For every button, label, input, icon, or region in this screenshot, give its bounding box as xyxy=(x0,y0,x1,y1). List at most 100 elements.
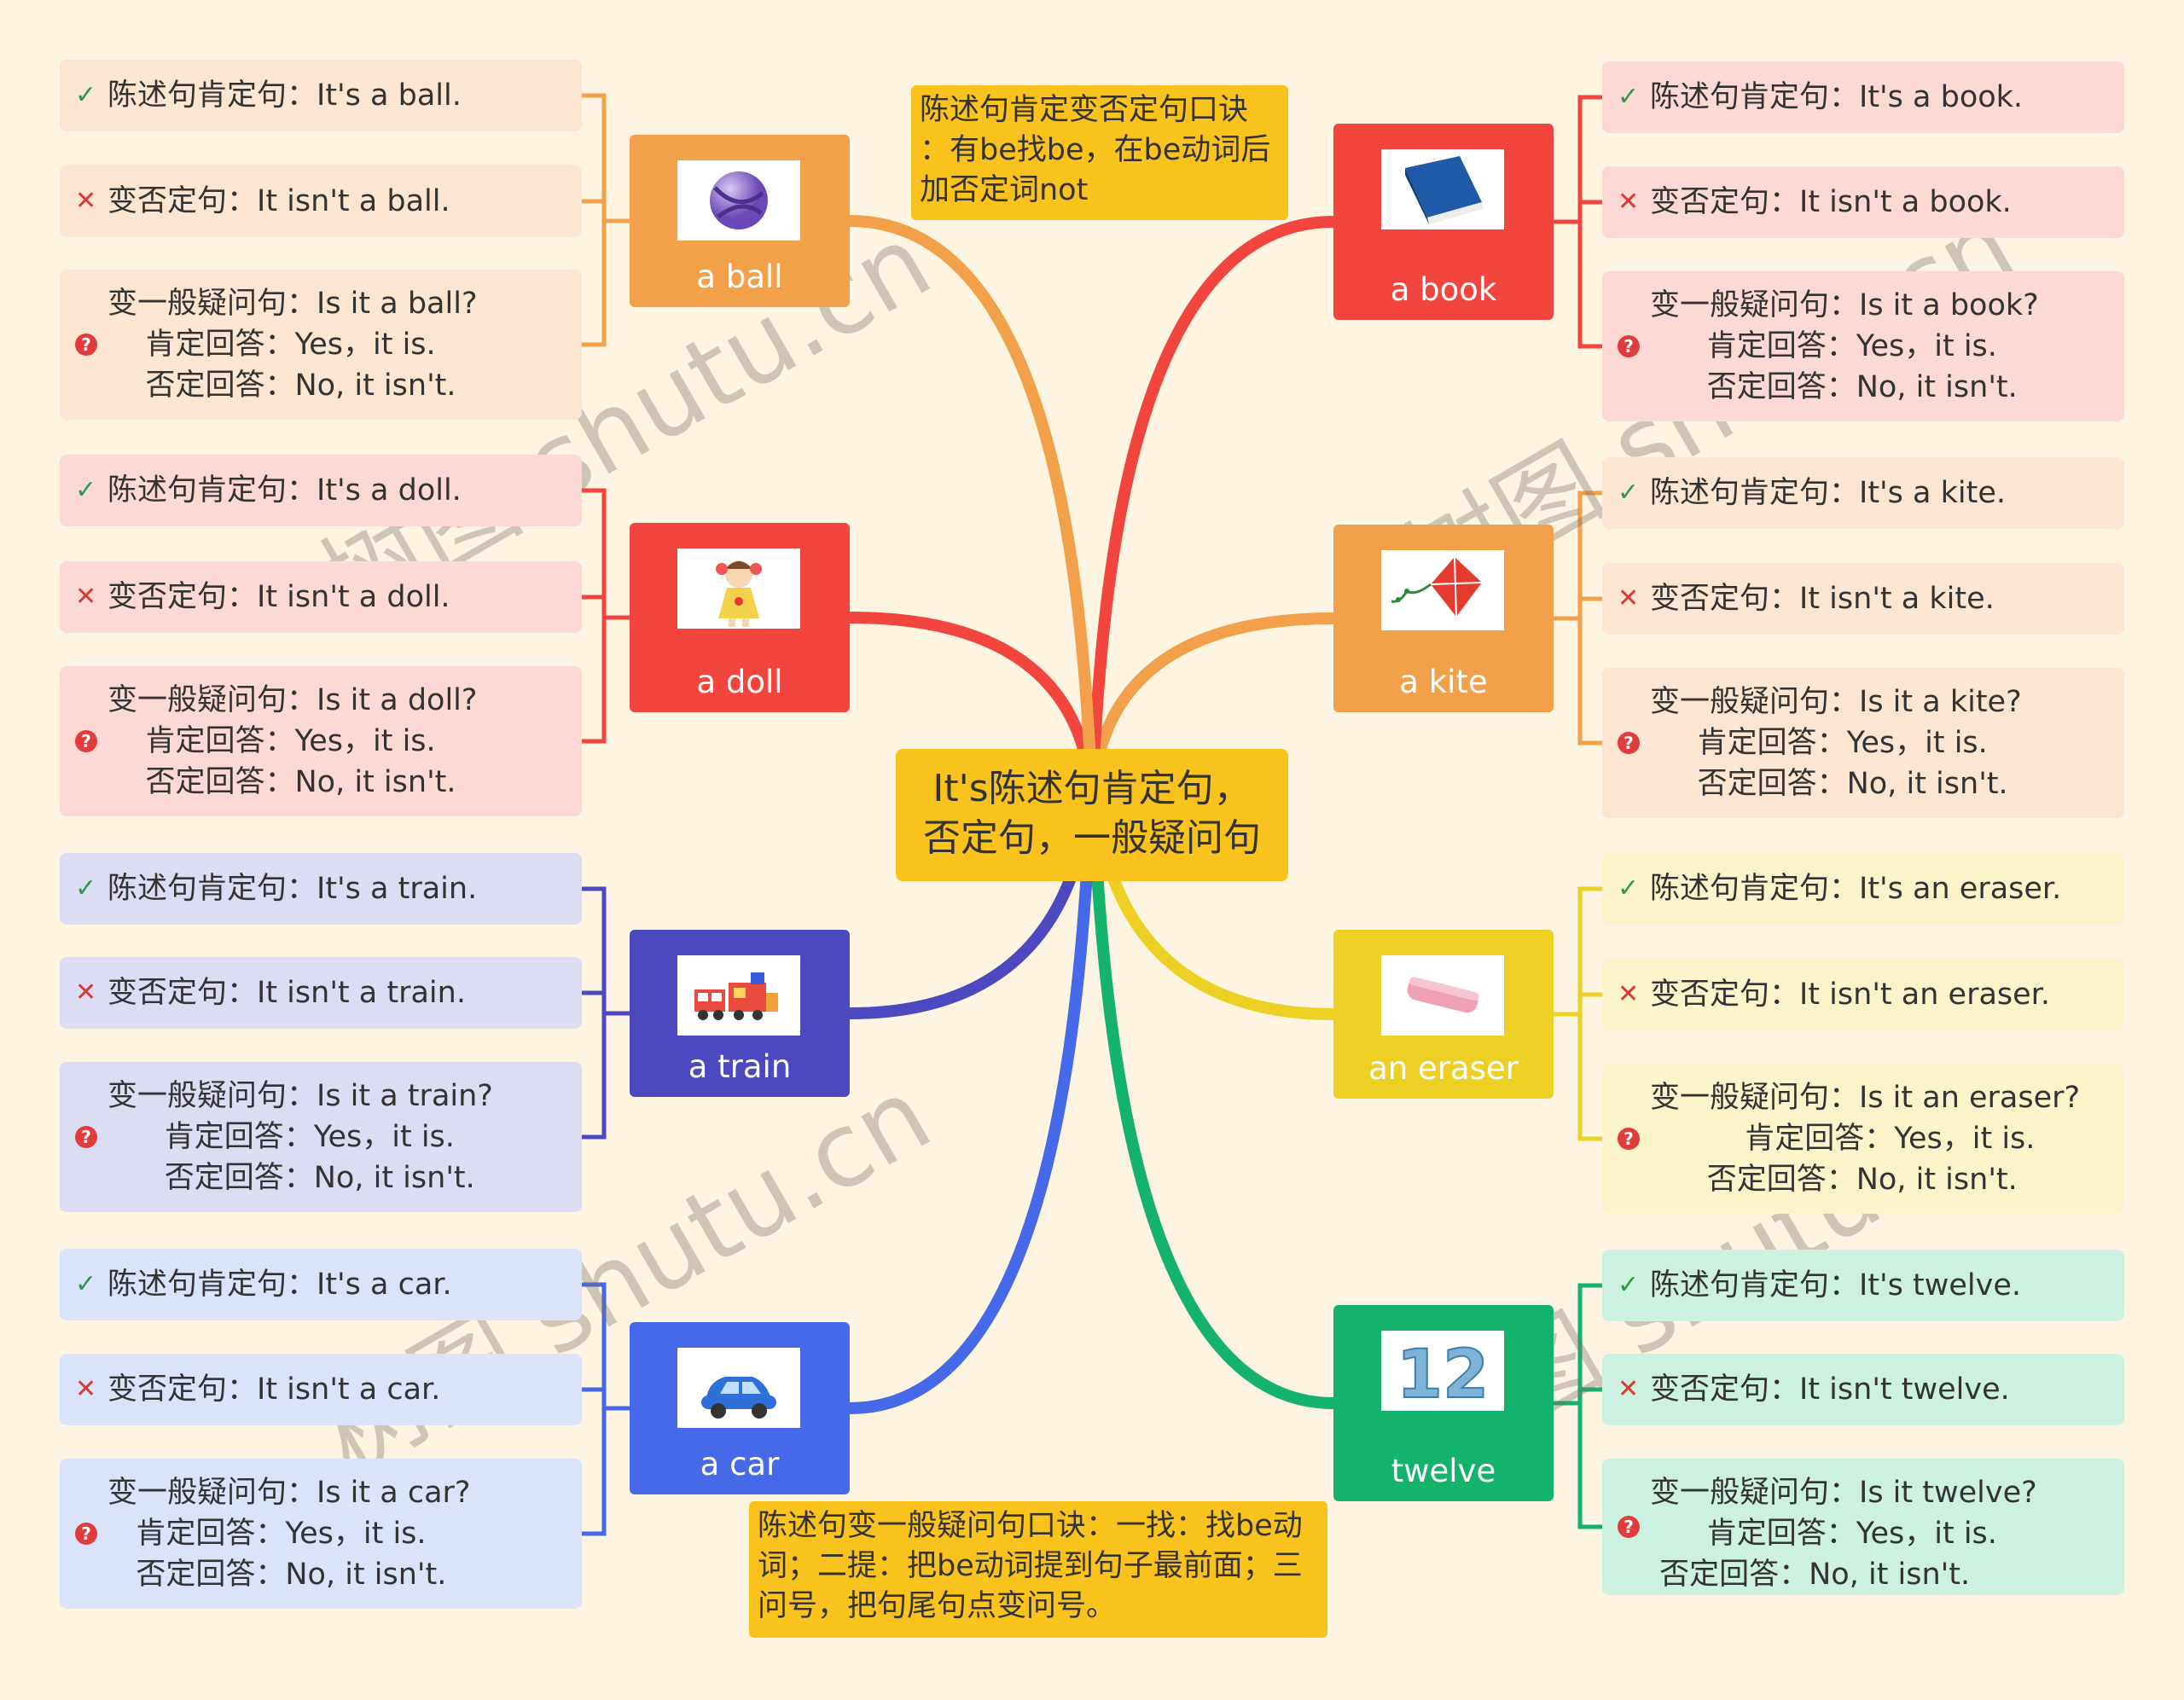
train-icon xyxy=(677,955,800,1036)
affirmative-leaf[interactable]: ✓ 陈述句肯定句：It's a car. xyxy=(60,1249,582,1320)
svg-text:12: 12 xyxy=(1397,1337,1490,1411)
branch-node-an-eraser[interactable]: an eraser xyxy=(1333,930,1554,1099)
leaf-text: 变否定句：It isn't twelve. xyxy=(1650,1372,2010,1407)
leaf-text: 陈述句肯定句：It's twelve. xyxy=(1650,1268,2022,1303)
leaf-connector xyxy=(582,595,630,620)
car-icon xyxy=(677,1348,800,1428)
leaf-text: 陈述句肯定句：It's a book. xyxy=(1650,80,2024,114)
question-icon: ? xyxy=(75,334,97,356)
branch-label: a train xyxy=(688,1048,792,1085)
doll-icon xyxy=(677,548,800,629)
negative-leaf[interactable]: ✕ 变否定句：It isn't twelve. xyxy=(1602,1354,2124,1425)
negative-leaf[interactable]: ✕变否定句：It isn't an eraser. xyxy=(1602,959,2124,1030)
leaf-text: 陈述句肯定句：It's a car. xyxy=(107,1268,452,1302)
question-leaf[interactable]: ? 变一般疑问句：Is it a ball? 肯定回答：Yes，it is. 否定… xyxy=(60,270,582,420)
affirmative-leaf[interactable]: ✓ 陈述句肯定句：It's twelve. xyxy=(1602,1250,2124,1321)
leaf-text: 变否定句：It isn't a car. xyxy=(107,1372,441,1407)
leaf-text: 陈述句肯定句：It's a ball. xyxy=(107,78,462,113)
affirmative-leaf[interactable]: ✓ 陈述句肯定句：It's a doll. xyxy=(60,455,582,526)
cross-icon: ✕ xyxy=(75,1374,97,1404)
branch-node-a-book[interactable]: a book xyxy=(1333,124,1554,320)
leaf-connector xyxy=(582,1011,630,1140)
affirmative-leaf[interactable]: ✓ 陈述句肯定句：It's a book. xyxy=(1602,61,2124,133)
branch-label: a ball xyxy=(696,258,783,295)
leaf-text: 变一般疑问句：Is it a book? 肯定回答：Yes，it is. 否定回… xyxy=(1650,288,2039,404)
branch-node-a-ball[interactable]: a ball xyxy=(630,135,850,307)
leaf-connector xyxy=(1554,1283,1602,1406)
cross-icon: ✕ xyxy=(75,582,97,612)
leaf-connector xyxy=(1554,616,1602,746)
branch-node-a-doll[interactable]: a doll xyxy=(630,523,850,712)
negative-leaf[interactable]: ✕ 变否定句：It isn't a ball. xyxy=(60,165,582,237)
leaf-text: 变一般疑问句：Is it an eraser? 肯定回答：Yes，it is. … xyxy=(1650,1081,2081,1197)
affirmative-leaf[interactable]: ✓陈述句肯定句：It's a train. xyxy=(60,853,582,925)
leaf-connector xyxy=(1554,1012,1602,1141)
branch-label: an eraser xyxy=(1368,1050,1519,1087)
leaf-connector xyxy=(1554,200,1602,224)
branch-label: a kite xyxy=(1399,664,1488,700)
negative-leaf[interactable]: ✕变否定句：It isn't a book. xyxy=(1602,166,2124,238)
cross-icon: ✕ xyxy=(1618,1374,1640,1404)
check-icon: ✓ xyxy=(1618,478,1640,508)
negative-leaf[interactable]: ✕ 变否定句：It isn't a train. xyxy=(60,957,582,1029)
branch-node-a-kite[interactable]: a kite xyxy=(1333,525,1554,712)
central-topic[interactable]: It's陈述句肯定句， 否定句，一般疑问句 xyxy=(896,749,1288,881)
leaf-connector xyxy=(582,615,630,744)
negative-leaf[interactable]: ✕变否定句：It isn't a kite. xyxy=(1602,563,2124,635)
affirmative-leaf[interactable]: ✓陈述句肯定句：It's a kite. xyxy=(1602,457,2124,529)
central-topic-line2: 否定句，一般疑问句 xyxy=(923,816,1261,860)
question-leaf[interactable]: ?变一般疑问句：Is it twelve? 肯定回答：Yes，it is. 否定… xyxy=(1602,1459,2124,1595)
leaf-connector xyxy=(582,199,630,223)
question-icon: ? xyxy=(75,1523,97,1545)
question-leaf[interactable]: ? 变一般疑问句：Is it a car? 肯定回答：Yes，it is. 否定回… xyxy=(60,1459,582,1609)
cross-icon: ✕ xyxy=(1618,583,1640,613)
question-leaf[interactable]: ?变一般疑问句：Is it a kite? 肯定回答：Yes，it is. 否定… xyxy=(1602,668,2124,818)
leaf-text: 变一般疑问句：Is it a car? 肯定回答：Yes，it is. 否定回答… xyxy=(107,1476,471,1592)
cross-icon: ✕ xyxy=(1618,979,1640,1009)
leaf-text: 陈述句肯定句：It's a doll. xyxy=(107,473,462,508)
branch-label: a car xyxy=(700,1446,780,1482)
question-leaf[interactable]: ?变一般疑问句：Is it a doll? 肯定回答：Yes，it is. 否定… xyxy=(60,666,582,816)
central-topic-line1: It's陈述句肯定句， xyxy=(932,767,1252,810)
check-icon: ✓ xyxy=(75,1269,97,1299)
leaf-text: 变否定句：It isn't a doll. xyxy=(107,580,450,614)
question-leaf[interactable]: ?变一般疑问句：Is it a train? 肯定回答：Yes，it is. 否… xyxy=(60,1062,582,1212)
cross-icon: ✕ xyxy=(75,978,97,1007)
eraser-icon xyxy=(1381,955,1504,1036)
question-leaf[interactable]: ?变一般疑问句：Is it a book? 肯定回答：Yes，it is. 否定… xyxy=(1602,271,2124,421)
cross-icon: ✕ xyxy=(75,186,97,216)
negative-leaf[interactable]: ✕ 变否定句：It isn't a car. xyxy=(60,1354,582,1425)
branch-connector xyxy=(1086,216,1339,791)
leaf-connector xyxy=(582,990,630,1016)
question-leaf[interactable]: ? 变一般疑问句：Is it an eraser? 肯定回答：Yes，it is.… xyxy=(1602,1064,2124,1214)
branch-label: a doll xyxy=(696,664,783,700)
leaf-connector xyxy=(582,1406,630,1536)
question-icon: ? xyxy=(1618,1128,1640,1150)
leaf-connector xyxy=(582,218,630,347)
leaf-text: 变否定句：It isn't a train. xyxy=(107,976,466,1010)
book-icon xyxy=(1381,149,1504,229)
negative-leaf[interactable]: ✕ 变否定句：It isn't a doll. xyxy=(60,561,582,633)
leaf-text: 变否定句：It isn't a ball. xyxy=(107,184,450,218)
note-question-rule: 陈述句变一般疑问句口诀：一找：找be动 词；二提：把be动词提到句子最前面；三 … xyxy=(749,1501,1327,1638)
affirmative-leaf[interactable]: ✓陈述句肯定句：It's an eraser. xyxy=(1602,853,2124,925)
check-icon: ✓ xyxy=(1618,82,1640,112)
ball-icon xyxy=(677,160,800,241)
leaf-connector xyxy=(582,1387,630,1411)
note-negation-rule: 陈述句肯定变否定句口诀 ：有be找be，在be动词后 加否定词not xyxy=(911,85,1288,220)
branch-node-a-train[interactable]: a train xyxy=(630,930,850,1097)
branch-node-a-car[interactable]: a car xyxy=(630,1322,850,1494)
affirmative-leaf[interactable]: ✓ 陈述句肯定句：It's a ball. xyxy=(60,60,582,131)
check-icon: ✓ xyxy=(75,80,97,110)
check-icon: ✓ xyxy=(75,475,97,505)
leaf-connector xyxy=(1554,596,1602,621)
branch-label: a book xyxy=(1390,271,1497,308)
leaf-text: 变一般疑问句：Is it a ball? 肯定回答：Yes，it is. 否定回… xyxy=(107,287,478,403)
leaf-text: 陈述句肯定句：It's an eraser. xyxy=(1650,872,2062,906)
question-icon: ? xyxy=(75,1126,97,1148)
check-icon: ✓ xyxy=(1618,1270,1640,1300)
leaf-connector xyxy=(1554,1401,1602,1529)
leaf-text: 变一般疑问句：Is it a kite? 肯定回答：Yes，it is. 否定回… xyxy=(1650,685,2022,801)
